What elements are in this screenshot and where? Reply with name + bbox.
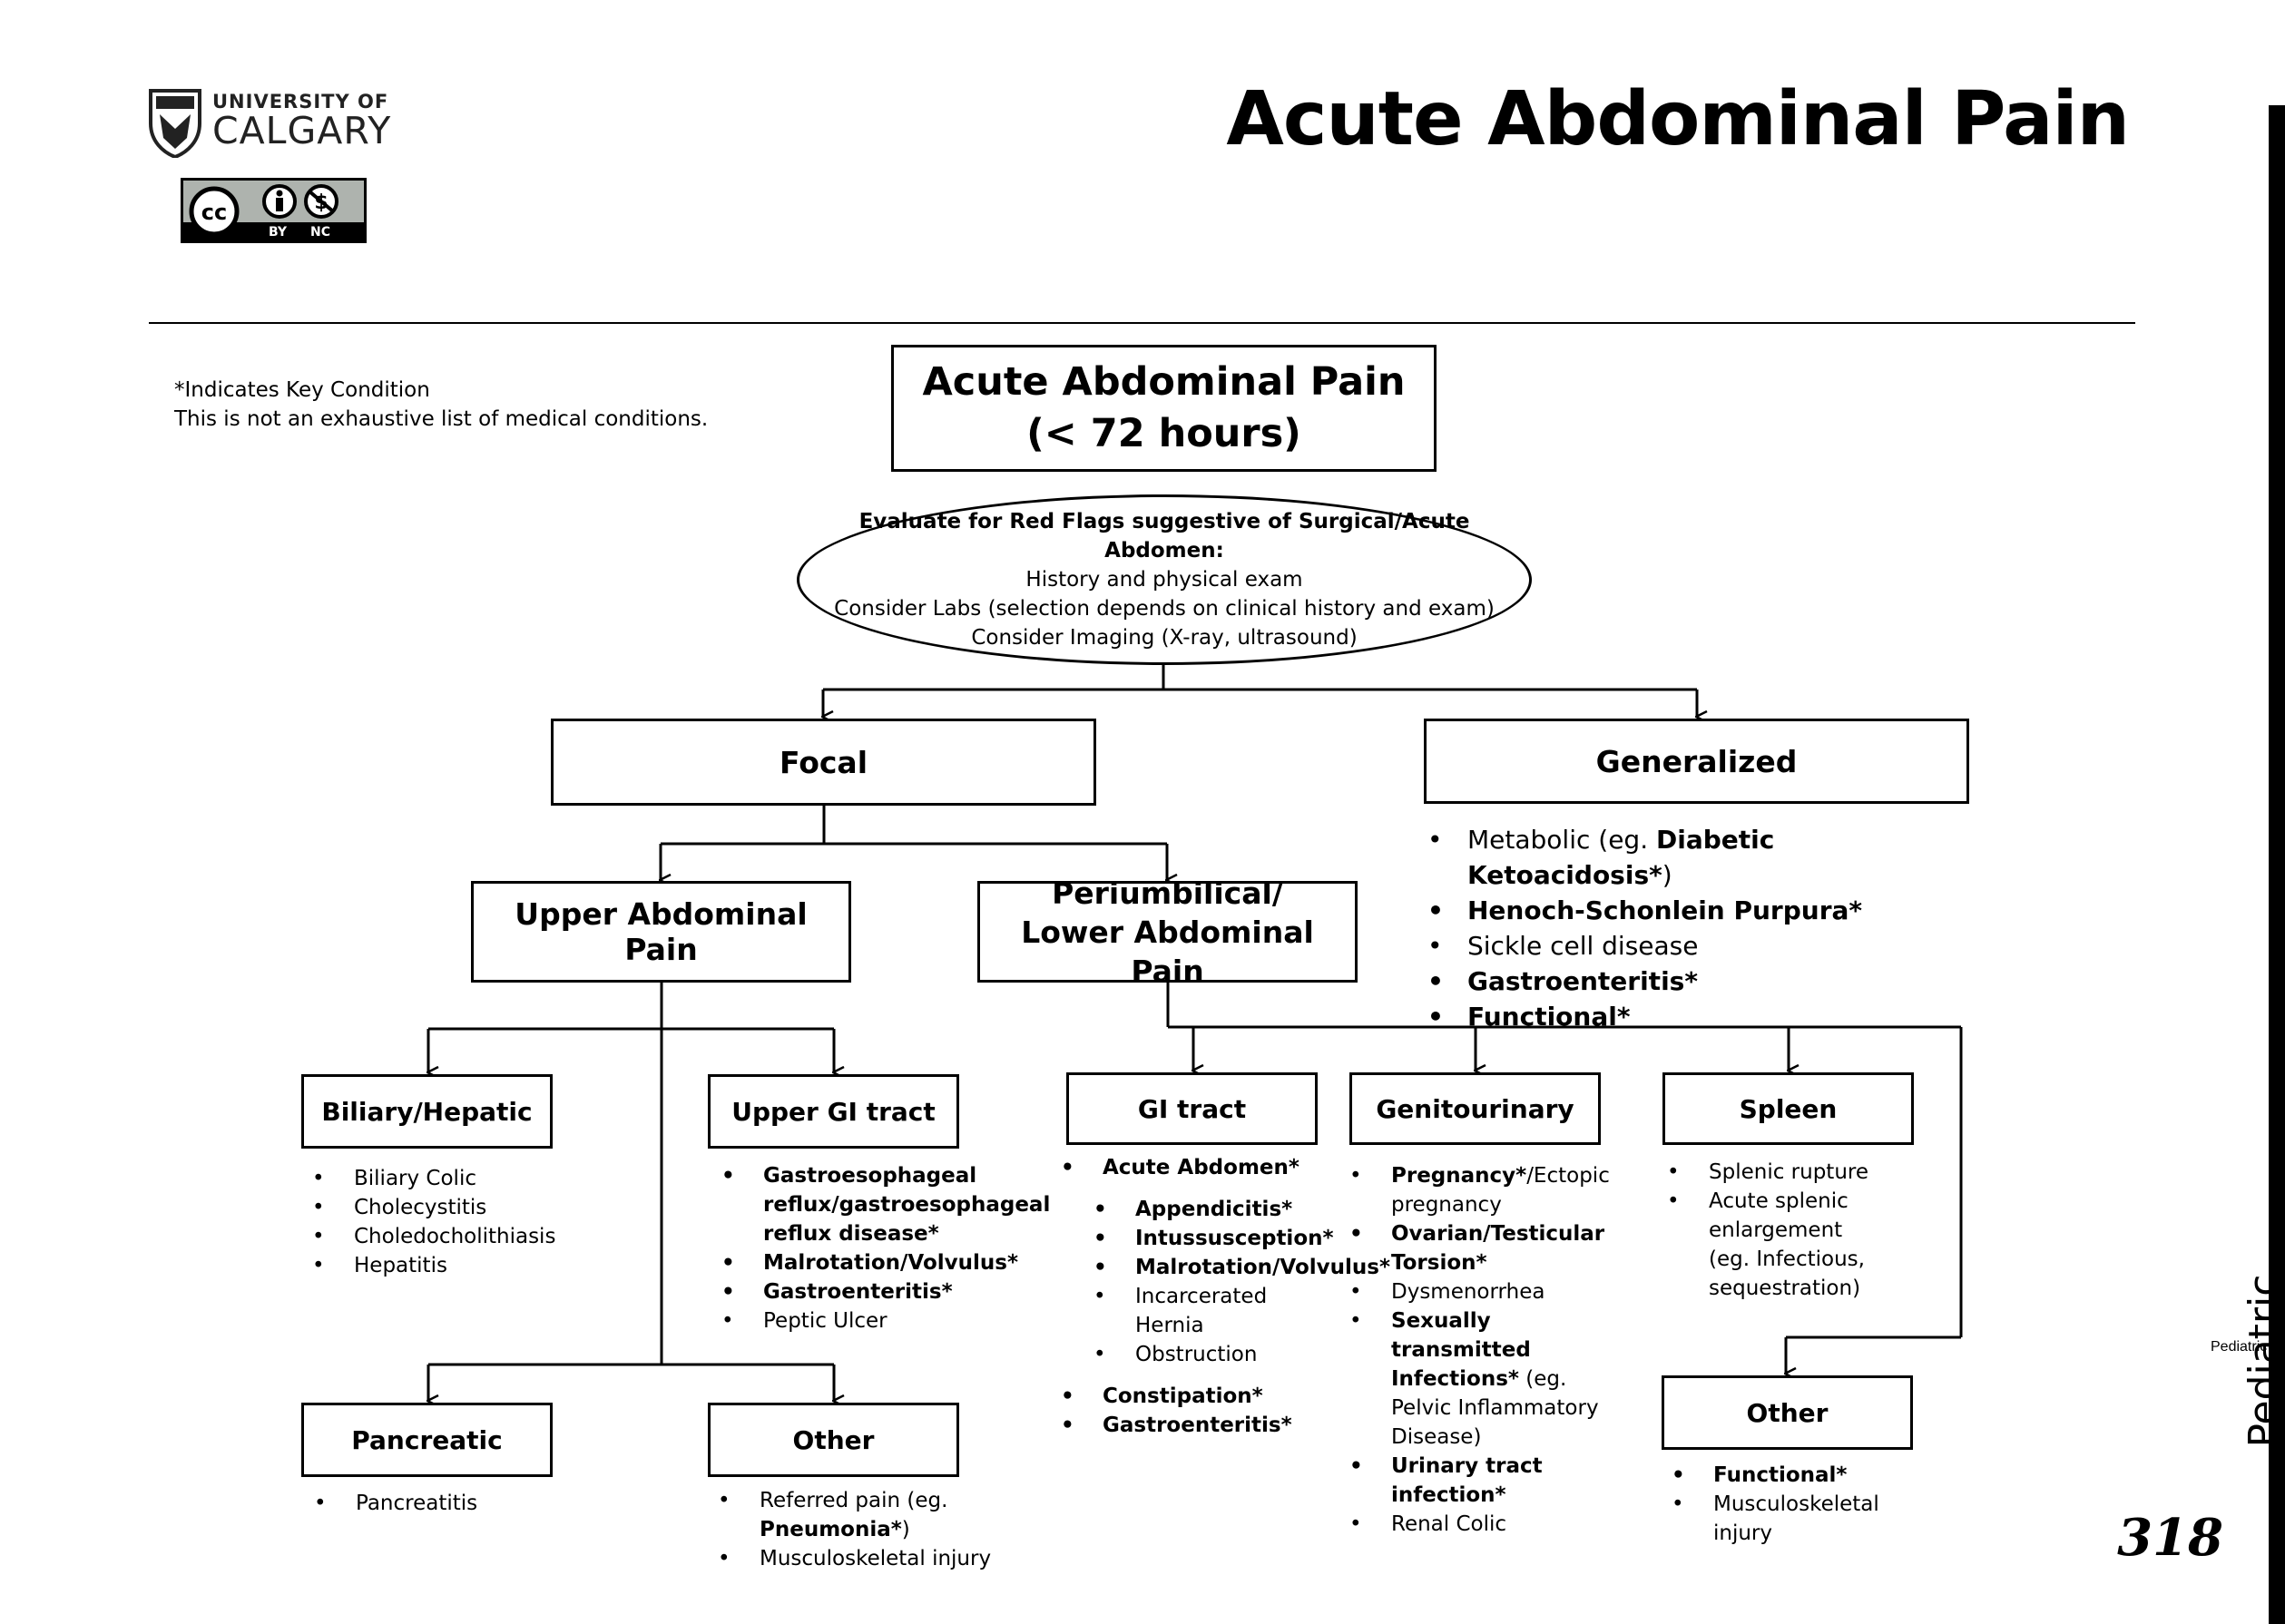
genitourinary-label: Genitourinary xyxy=(1376,1093,1574,1124)
list-item: Sickle cell disease xyxy=(1424,928,1968,964)
other-upper-list: Referred pain (eg. Pneumonia*) Musculosk… xyxy=(709,1486,1017,1573)
list-item: Gastroenteritis* xyxy=(1052,1411,1333,1440)
note-not-exhaustive: This is not an exhaustive list of medica… xyxy=(174,407,709,431)
list-item: Sexually transmitted Infections* (eg. Pe… xyxy=(1340,1306,1631,1452)
other-upper-label: Other xyxy=(792,1424,875,1455)
gi-tract-box: GI tract xyxy=(1066,1072,1318,1145)
list-item: Urinary tract infection* xyxy=(1340,1452,1631,1510)
side-bar xyxy=(2269,105,2285,1624)
periumbilical-line1: Periumbilical/ xyxy=(1052,875,1283,911)
list-item: Dysmenorrhea xyxy=(1340,1277,1631,1306)
red-flags-heading: Evaluate for Red Flags suggestive of Sur… xyxy=(858,510,1470,563)
license-by: BY xyxy=(269,225,288,240)
spleen-label: Spleen xyxy=(1739,1093,1838,1124)
note-key-condition: *Indicates Key Condition xyxy=(174,378,430,402)
list-item: Incarcerated Hernia xyxy=(1084,1282,1333,1340)
list-item: Acute Abdomen* xyxy=(1052,1153,1333,1182)
license-nc: NC xyxy=(310,225,330,240)
list-item: Choledocholithiasis xyxy=(303,1222,593,1251)
spleen-box: Spleen xyxy=(1662,1072,1914,1145)
list-item: Metabolic (eg. Diabetic Ketoacidosis*) xyxy=(1424,822,1968,893)
crest-icon xyxy=(149,89,201,158)
top-box-line1: Acute Abdominal Pain xyxy=(922,359,1406,405)
focal-label: Focal xyxy=(779,744,868,780)
upper-gi-box: Upper GI tract xyxy=(708,1074,959,1149)
list-item: Obstruction xyxy=(1084,1340,1333,1369)
generalized-box: Generalized xyxy=(1424,719,1969,804)
logo-line2: CALGARY xyxy=(212,109,392,152)
generalized-label: Generalized xyxy=(1595,743,1798,779)
other-lower-box: Other xyxy=(1662,1375,1913,1450)
gi-tract-label: GI tract xyxy=(1137,1093,1247,1124)
list-item: Renal Colic xyxy=(1340,1510,1631,1539)
pancreatic-label: Pancreatic xyxy=(351,1424,503,1455)
top-box: Acute Abdominal Pain (< 72 hours) xyxy=(891,345,1437,472)
list-item: Hepatitis xyxy=(303,1251,593,1280)
title-divider xyxy=(149,322,2135,324)
list-item: Peptic Ulcer xyxy=(712,1306,1021,1335)
red-flags-line1: History and physical exam xyxy=(1025,568,1303,592)
biliary-box: Biliary/Hepatic xyxy=(301,1074,553,1149)
list-item: Malrotation/Volvulus* xyxy=(1084,1253,1390,1282)
list-item: Gastroenteritis* xyxy=(1424,964,1968,999)
red-flags-line3: Consider Imaging (X-ray, ultrasound) xyxy=(971,626,1358,650)
list-item: Functional* xyxy=(1424,999,1968,1034)
list-item: Appendicitis* xyxy=(1084,1195,1333,1224)
list-item: Splenic rupture xyxy=(1658,1158,1876,1187)
gi-tract-list: Acute Abdomen* Appendicitis* Intussuscep… xyxy=(1052,1153,1390,1440)
cc-icon: cc xyxy=(189,186,240,237)
spleen-list: Splenic rupture Acute splenic enlargemen… xyxy=(1658,1158,1876,1303)
pancreatic-list: Pancreatitis xyxy=(305,1489,577,1518)
attribution-icon xyxy=(262,184,297,219)
other-lower-list: Functional* Musculoskeletal injury xyxy=(1662,1461,1907,1548)
generalized-list: Metabolic (eg. Diabetic Ketoacidosis*) H… xyxy=(1424,822,1968,1034)
page-title: Acute Abdominal Pain xyxy=(1226,76,2130,162)
noncommercial-icon: $ xyxy=(304,184,338,219)
focal-box: Focal xyxy=(551,719,1096,806)
upper-gi-label: Upper GI tract xyxy=(731,1096,936,1127)
list-item: Musculoskeletal injury xyxy=(1662,1490,1907,1548)
list-item: Musculoskeletal injury xyxy=(709,1544,1017,1573)
list-item: Gastroesophageal reflux/gastroesophageal… xyxy=(712,1161,1050,1248)
list-item: Cholecystitis xyxy=(303,1193,593,1222)
list-item: Henoch-Schonlein Purpura* xyxy=(1424,893,1968,928)
svg-text:cc: cc xyxy=(201,200,227,225)
red-flags-oval: Evaluate for Red Flags suggestive of Sur… xyxy=(797,494,1532,665)
list-item: Constipation* xyxy=(1052,1382,1333,1411)
cc-license-badge: cc $ BY NC xyxy=(181,178,367,243)
list-item: Ovarian/Testicular Torsion* xyxy=(1340,1219,1631,1277)
biliary-list: Biliary Colic Cholecystitis Choledocholi… xyxy=(303,1164,593,1280)
other-upper-box: Other xyxy=(708,1403,959,1477)
periumbilical-box: Periumbilical/ Lower Abdominal Pain xyxy=(977,876,1358,989)
genitourinary-list: Pregnancy*/Ectopic pregnancy Ovarian/Tes… xyxy=(1340,1161,1631,1539)
upper-abdominal-label: Upper Abdominal Pain xyxy=(515,896,808,967)
notes: *Indicates Key Condition This is not an … xyxy=(174,376,708,434)
university-logo: UNIVERSITY OF CALGARY xyxy=(147,87,410,160)
list-item: Pancreatitis xyxy=(305,1489,577,1518)
pancreatic-box: Pancreatic xyxy=(301,1403,553,1477)
biliary-label: Biliary/Hepatic xyxy=(321,1096,533,1127)
list-item: Referred pain (eg. Pneumonia*) xyxy=(709,1486,1017,1544)
page-number: 318 xyxy=(2117,1508,2223,1568)
list-item: Gastroenteritis* xyxy=(712,1277,1021,1306)
list-item: Acute splenic enlargement (eg. Infectiou… xyxy=(1658,1187,1876,1303)
other-lower-label: Other xyxy=(1746,1397,1829,1428)
list-item: Functional* xyxy=(1662,1461,1907,1490)
list-item: Intussusception* xyxy=(1084,1224,1334,1253)
upper-abdominal-box: Upper Abdominal Pain xyxy=(471,881,851,983)
periumbilical-line2: Lower Abdominal Pain xyxy=(1021,914,1314,989)
red-flags-line2: Consider Labs (selection depends on clin… xyxy=(834,597,1495,621)
top-box-line2: (< 72 hours) xyxy=(1026,411,1301,456)
list-item: Biliary Colic xyxy=(303,1164,593,1193)
upper-gi-list: Gastroesophageal reflux/gastroesophageal… xyxy=(712,1161,1050,1335)
list-item: Pregnancy*/Ectopic pregnancy xyxy=(1340,1161,1631,1219)
logo-line1: UNIVERSITY OF xyxy=(212,91,389,113)
genitourinary-box: Genitourinary xyxy=(1349,1072,1601,1145)
list-item: Malrotation/Volvulus* xyxy=(712,1248,1021,1277)
